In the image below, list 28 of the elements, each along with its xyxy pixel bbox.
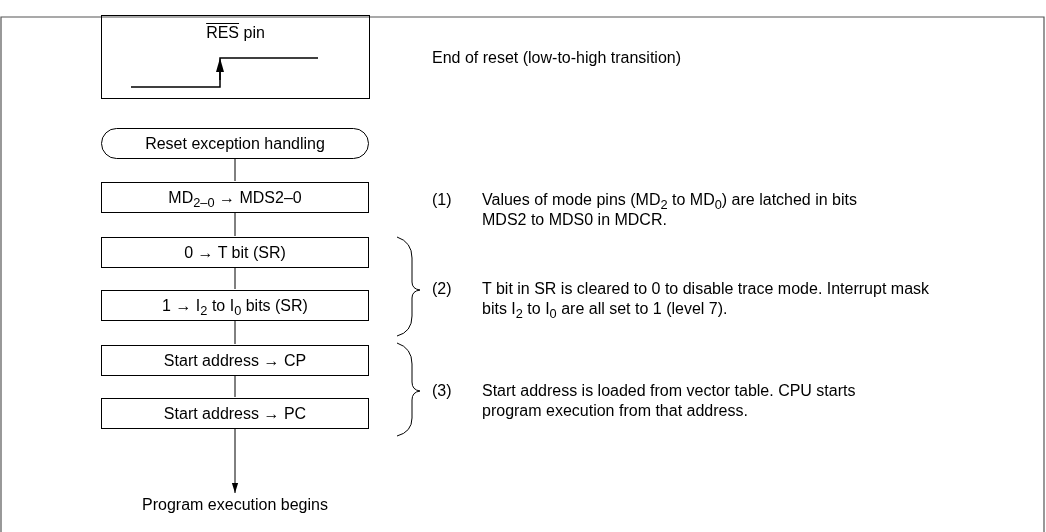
step-text: 0 → T bit (SR) [184, 243, 286, 262]
note-text: End of reset (low-to-high transition) [432, 48, 681, 68]
connector-line [234, 375, 236, 398]
connector-line [234, 158, 236, 182]
process-box [101, 290, 369, 321]
note-text: Values of mode pins (MD$_{2}$ to MD$_{0}$) are latched in bits MDS2 to MDS0 in MDCR. [482, 190, 858, 230]
step-text: Start address → PC [163, 404, 307, 423]
step-text: 1 → I$_{2}$ to I$_{0}$ bits (SR) [162, 296, 308, 315]
arrow [231, 428, 239, 494]
process-box [101, 398, 369, 429]
note-text: Start address is loaded from vector table. CPU starts program execution from that address. [482, 381, 857, 421]
connector-line [234, 320, 236, 345]
note-text: T bit in SR is cleared to 0 to disable trace mode. Interrupt mask bits I$_{2}$ to I$_{0}$ are all set to 1 (level 7). [482, 279, 931, 319]
pin-label: RES pin [206, 24, 265, 42]
connector-line [234, 267, 236, 290]
signal-box [101, 15, 370, 99]
process-box [101, 345, 369, 376]
note-number: (3) [432, 381, 453, 401]
terminal-box [101, 128, 369, 159]
end-text: Program execution begins [130, 494, 340, 516]
note-number: (2) [432, 279, 453, 299]
process-box [101, 182, 369, 213]
step-text: MD$_{2–0}$ → MDS2–0 [168, 188, 302, 207]
process-box [101, 237, 369, 268]
step-text: Start address → CP [163, 351, 307, 370]
step-text: Reset exception handling [145, 134, 325, 153]
connector-line [234, 212, 236, 237]
note-number: (1) [432, 190, 453, 210]
